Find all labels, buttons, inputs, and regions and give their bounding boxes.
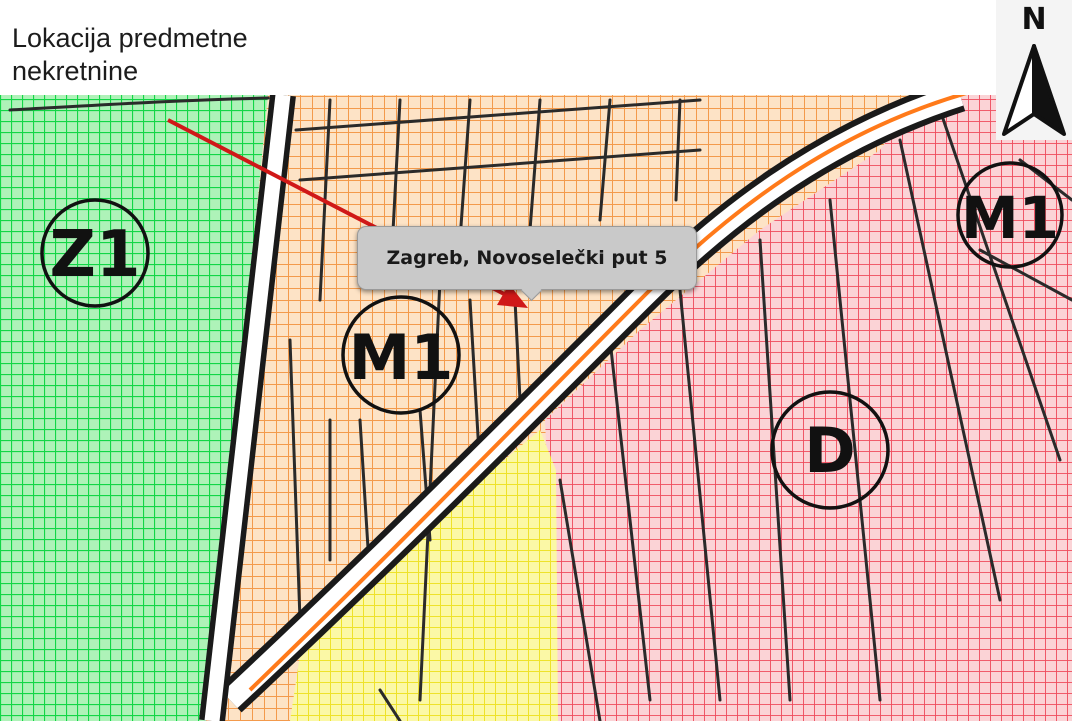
map-caption: Lokacija predmetne nekretnine [12,22,248,88]
map-caption-line-1: Lokacija predmetne [12,23,248,53]
location-tooltip[interactable]: Zagreb, Novoselečki put 5 [357,226,697,302]
location-arrow-head [497,284,528,308]
zone-d-area [545,95,1072,721]
north-compass: N [996,0,1072,140]
zone-marker-m1-right: M1 [956,161,1064,269]
compass-n-label: N [1021,2,1047,37]
zone-marker-z1: Z1 [40,198,150,308]
svg-text:M1: M1 [349,321,454,394]
location-tooltip-text: Zagreb, Novoselečki put 5 [386,247,668,269]
svg-text:Z1: Z1 [50,218,141,292]
road-diagonal-edge [248,95,967,692]
map-caption-line-2: nekretnine [12,56,139,86]
zone-yellow-area [290,430,558,721]
zone-marker-m1-center: M1 [341,295,461,415]
zone-z1-area [0,95,268,721]
road-vertical-fill [204,95,291,721]
parcel-lines [8,96,1072,721]
svg-text:M1: M1 [961,184,1059,252]
svg-text:D: D [804,414,855,487]
zone-marker-d: D [770,390,890,510]
north-arrow-icon [1002,44,1066,136]
